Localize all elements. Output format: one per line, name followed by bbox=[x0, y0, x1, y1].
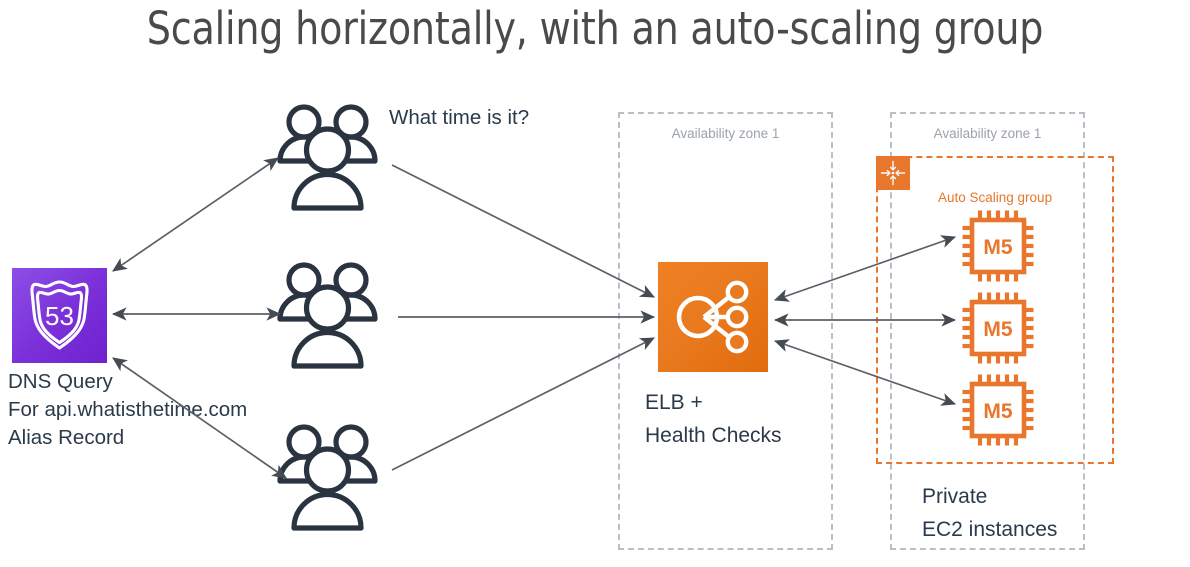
private-line-2: EC2 instances bbox=[922, 518, 1058, 541]
availability-zone-left-label: Availability zone 1 bbox=[671, 126, 780, 141]
arrow-route53-users-top bbox=[112, 157, 279, 272]
ec2-instance-m5-3[interactable]: M5 bbox=[960, 372, 1036, 448]
ec2-instance-m5-2[interactable]: M5 bbox=[960, 290, 1036, 366]
users-group-bottom bbox=[272, 418, 390, 536]
svg-text:M5: M5 bbox=[983, 318, 1012, 341]
arrow-users-top-to-elb bbox=[391, 164, 655, 298]
arrow-users-bottom-to-elb bbox=[391, 337, 655, 471]
page-title: Scaling horizontally, with an auto-scali… bbox=[146, 2, 1044, 55]
elb-caption: ELB + Health Checks bbox=[645, 386, 782, 452]
private-line-1: Private bbox=[922, 485, 988, 508]
auto-scaling-group-box bbox=[876, 156, 1114, 464]
dns-query-caption: DNS Query For api.whatisthetime.com Alia… bbox=[8, 368, 247, 452]
elb-line-1: ELB + bbox=[645, 391, 703, 414]
user-question-label: What time is it? bbox=[389, 106, 530, 129]
dns-line-2: For api.whatisthetime.com bbox=[8, 398, 248, 421]
svg-text:M5: M5 bbox=[983, 400, 1012, 423]
dns-line-3: Alias Record bbox=[8, 426, 125, 449]
svg-text:M5: M5 bbox=[983, 236, 1012, 259]
availability-zone-right: Availability zone 1 bbox=[890, 112, 1085, 550]
dns-line-1: DNS Query bbox=[8, 370, 113, 393]
ec2-instance-m5-1[interactable]: M5 bbox=[960, 208, 1036, 284]
availability-zone-right-label: Availability zone 1 bbox=[933, 126, 1042, 141]
route53-icon[interactable]: 53 bbox=[12, 268, 107, 363]
users-group-middle bbox=[272, 256, 390, 374]
elastic-load-balancer-icon[interactable] bbox=[658, 262, 768, 372]
elb-line-2: Health Checks bbox=[645, 424, 782, 447]
svg-text:53: 53 bbox=[45, 301, 74, 331]
auto-scaling-group-label: Auto Scaling group bbox=[938, 190, 1053, 205]
users-group-top bbox=[272, 98, 390, 216]
auto-scaling-badge-icon bbox=[876, 156, 910, 190]
availability-zone-left: Availability zone 1 bbox=[618, 112, 833, 550]
private-ec2-caption: Private EC2 instances bbox=[922, 480, 1057, 546]
